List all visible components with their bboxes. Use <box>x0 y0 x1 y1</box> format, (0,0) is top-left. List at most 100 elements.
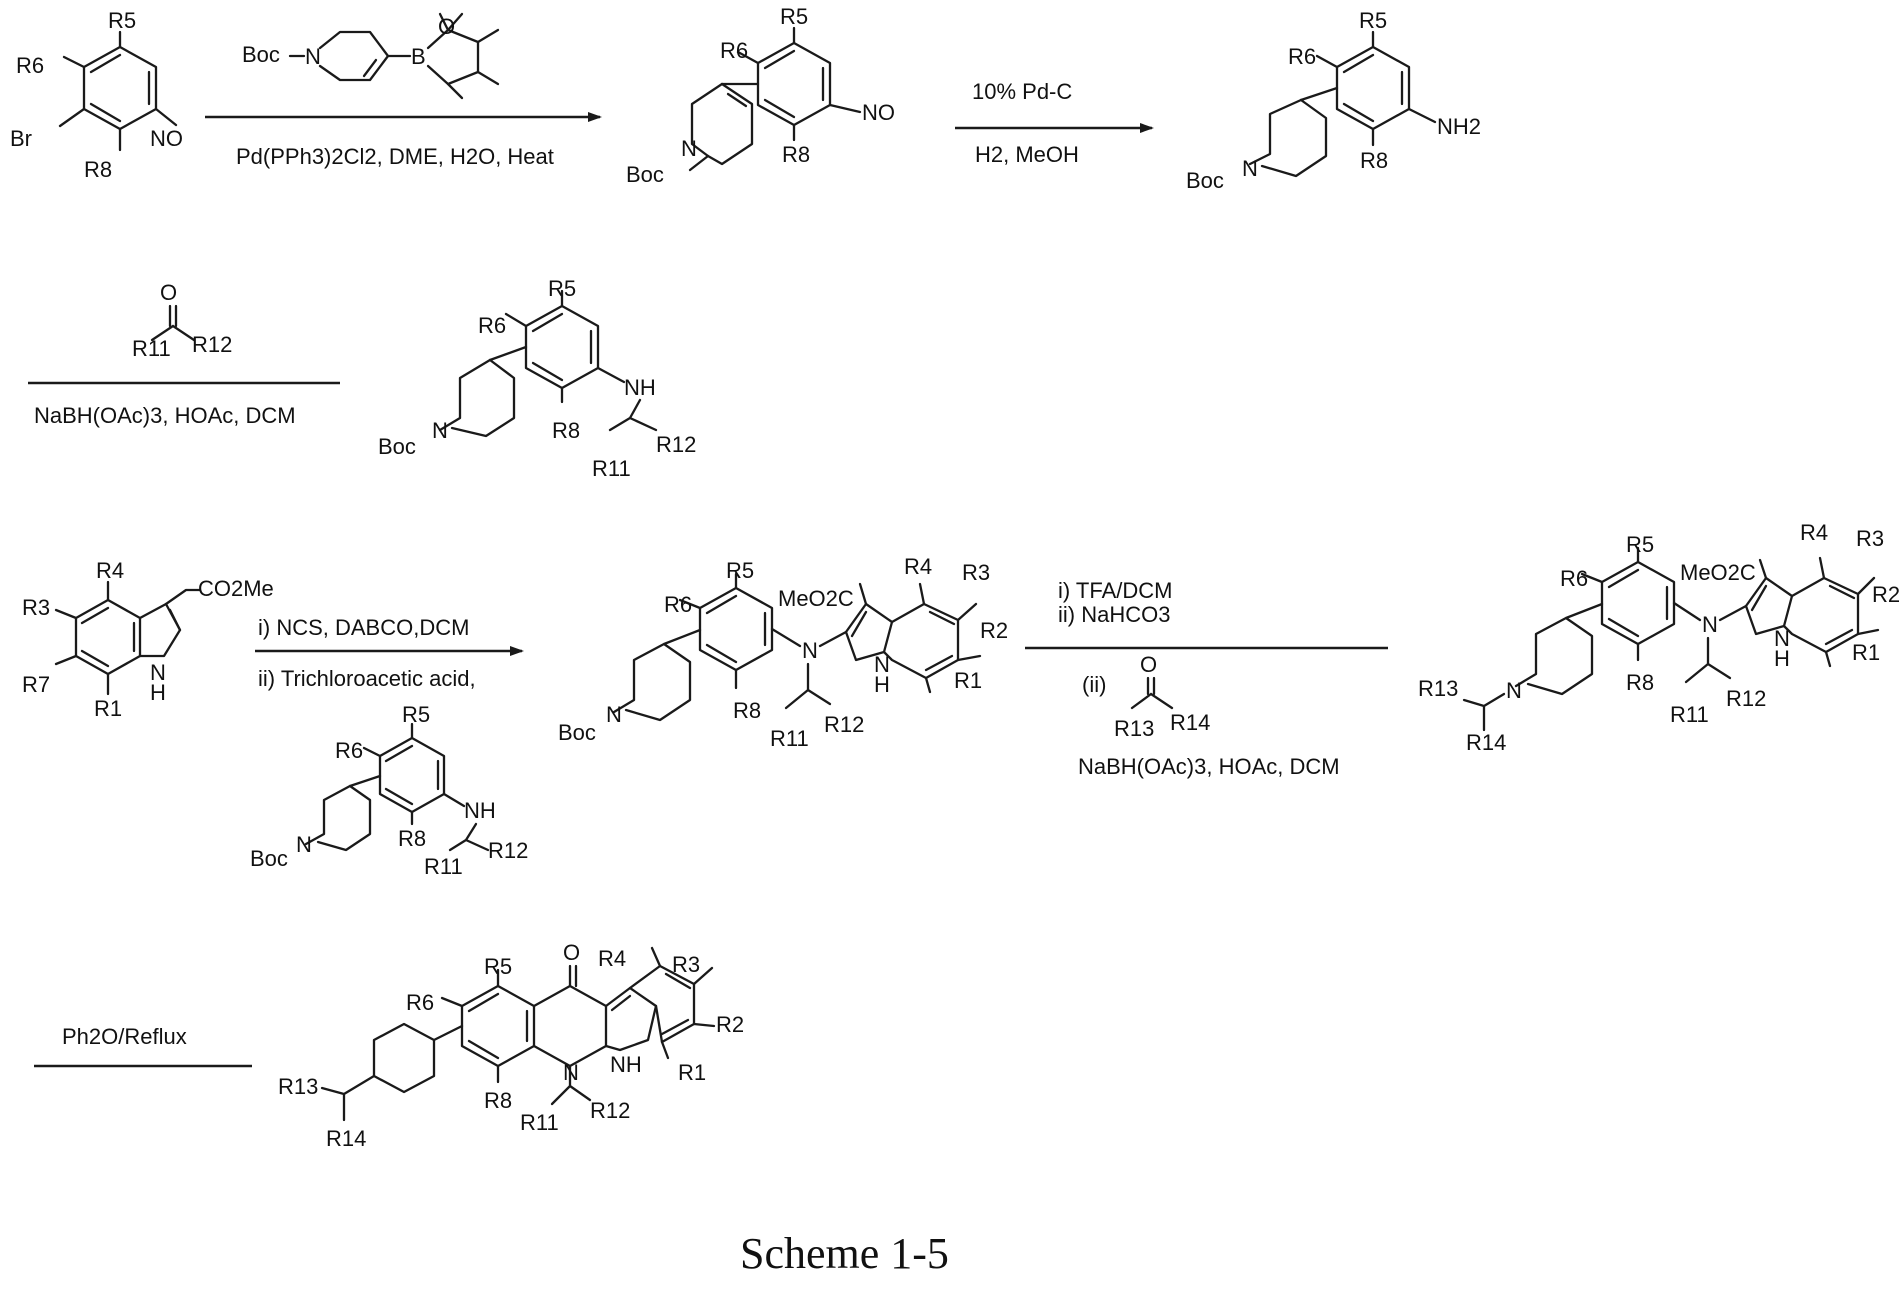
n-label: N <box>606 702 622 727</box>
o-label: O <box>160 280 177 305</box>
nitro-label: NO <box>862 100 895 125</box>
r1-label: R1 <box>94 696 122 721</box>
r3-label: R3 <box>672 952 700 977</box>
boc-label: Boc <box>1186 168 1224 193</box>
n-label: N <box>802 638 818 663</box>
condition-step5-line4: NaBH(OAc)3, HOAc, DCM <box>1078 754 1340 779</box>
r13-label: R13 <box>278 1074 318 1099</box>
reagent-ketone: O R11 R12 <box>132 280 232 361</box>
r14-label: R14 <box>326 1126 366 1151</box>
r11-label: R11 <box>520 1110 559 1135</box>
r11-label: R11 <box>1670 702 1709 727</box>
r8-label: R8 <box>733 698 761 723</box>
r1-label: R1 <box>954 668 982 693</box>
r5-label: R5 <box>402 702 430 727</box>
r8-label: R8 <box>84 157 112 182</box>
r1-label: R1 <box>1852 640 1880 665</box>
r2-label: R2 <box>1872 582 1900 607</box>
nitro-label: NO <box>150 126 183 151</box>
boc-label: Boc <box>242 42 280 67</box>
condition-step4-line1: i) NCS, DABCO,DCM <box>258 615 469 640</box>
condition-step4-line2: ii) Trichloroacetic acid, <box>258 666 476 691</box>
compound-bromo-nitrobenzene: R5 R6 Br NO R8 <box>10 8 183 182</box>
r5-label: R5 <box>1626 532 1654 557</box>
r4-label: R4 <box>598 946 626 971</box>
condition-step1: Pd(PPh3)2Cl2, DME, H2O, Heat <box>236 144 554 169</box>
meo2c-label: MeO2C <box>778 586 854 611</box>
n-label: N <box>563 1060 579 1085</box>
r6-label: R6 <box>16 53 44 78</box>
r5-label: R5 <box>1359 8 1387 33</box>
n-label: N <box>681 136 697 161</box>
r8-label: R8 <box>1360 148 1388 173</box>
r6-label: R6 <box>664 592 692 617</box>
r5-label: R5 <box>780 4 808 29</box>
boc-label: Boc <box>378 434 416 459</box>
n-label: N <box>296 832 312 857</box>
r12-label: R12 <box>656 432 696 457</box>
r3-label: R3 <box>1856 526 1884 551</box>
ester-label: CO2Me <box>198 576 274 601</box>
condition-step5-line2: ii) NaHCO3 <box>1058 602 1170 627</box>
o-label: O <box>563 940 580 965</box>
r6-label: R6 <box>478 313 506 338</box>
condition-step2-line2: H2, MeOH <box>975 142 1079 167</box>
scheme-title: Scheme 1-5 <box>740 1229 949 1278</box>
r6-label: R6 <box>1288 44 1316 69</box>
r8-label: R8 <box>1626 670 1654 695</box>
h-label: H <box>150 680 166 705</box>
r2-label: R2 <box>980 618 1008 643</box>
r6-label: R6 <box>406 990 434 1015</box>
r14-label: R14 <box>1170 710 1210 735</box>
r2-label: R2 <box>716 1012 744 1037</box>
condition-step5-line1: i) TFA/DCM <box>1058 578 1172 603</box>
r11-label: R11 <box>770 726 809 751</box>
r8-label: R8 <box>398 826 426 851</box>
n-label: N <box>432 418 448 443</box>
r13-label: R13 <box>1114 716 1154 741</box>
r12-label: R12 <box>590 1098 630 1123</box>
n-label: N <box>1702 612 1718 637</box>
h-label: H <box>874 672 890 697</box>
condition-step6: Ph2O/Reflux <box>62 1024 187 1049</box>
r8-label: R8 <box>484 1088 512 1113</box>
r5-label: R5 <box>726 558 754 583</box>
nh-label: NH <box>464 798 496 823</box>
condition-step3: NaBH(OAc)3, HOAc, DCM <box>34 403 296 428</box>
r8-label: R8 <box>552 418 580 443</box>
br-label: Br <box>10 126 32 151</box>
compound-aminoindole-boc: R5 R6 R8 N Boc N R11 R12 MeO2C N H R4 R3… <box>558 554 1008 751</box>
r3-label: R3 <box>962 560 990 585</box>
compound-secondary-amine: R5 R6 NH R8 N Boc R11 R12 <box>378 276 696 481</box>
reagent-boc-boronate: Boc N B O <box>242 14 498 98</box>
r6-label: R6 <box>335 738 363 763</box>
o-label-1: O <box>438 14 455 39</box>
o-label: O <box>1140 652 1157 677</box>
reagent-secondary-amine: R5 R6 NH R8 N Boc R11 R12 <box>250 702 528 879</box>
r5-label: R5 <box>108 8 136 33</box>
n-label: N <box>305 44 321 69</box>
r5-label: R5 <box>548 276 576 301</box>
nh-label: NH <box>610 1052 642 1077</box>
r11-label: R11 <box>424 854 463 879</box>
r4-label: R4 <box>1800 520 1828 545</box>
r4-label: R4 <box>904 554 932 579</box>
boron-label: B <box>411 44 426 69</box>
condition-step5-line3: (ii) <box>1082 672 1106 697</box>
nh2-label: NH2 <box>1437 114 1481 139</box>
r7-label: R7 <box>22 672 50 697</box>
r14-label: R14 <box>1466 730 1506 755</box>
r11-label: R11 <box>592 456 631 481</box>
r8-label: R8 <box>782 142 810 167</box>
r6-label: R6 <box>720 38 748 63</box>
boc-label: Boc <box>558 720 596 745</box>
compound-piperidine-aniline: R5 R6 NH2 R8 N Boc <box>1186 8 1481 193</box>
r4-label: R4 <box>96 558 124 583</box>
nh-label: NH <box>624 375 656 400</box>
r12-label: R12 <box>488 838 528 863</box>
compound-tetrahydropyridine-nitroarene: R5 R6 NO R8 N Boc <box>626 4 895 187</box>
n-label: N <box>1506 678 1522 703</box>
condition-step2-line1: 10% Pd-C <box>972 79 1072 104</box>
compound-aminoindole-alkylpiperidine: R5 R6 R8 N R13 R14 N R11 R12 MeO2C N H R… <box>1418 520 1900 755</box>
